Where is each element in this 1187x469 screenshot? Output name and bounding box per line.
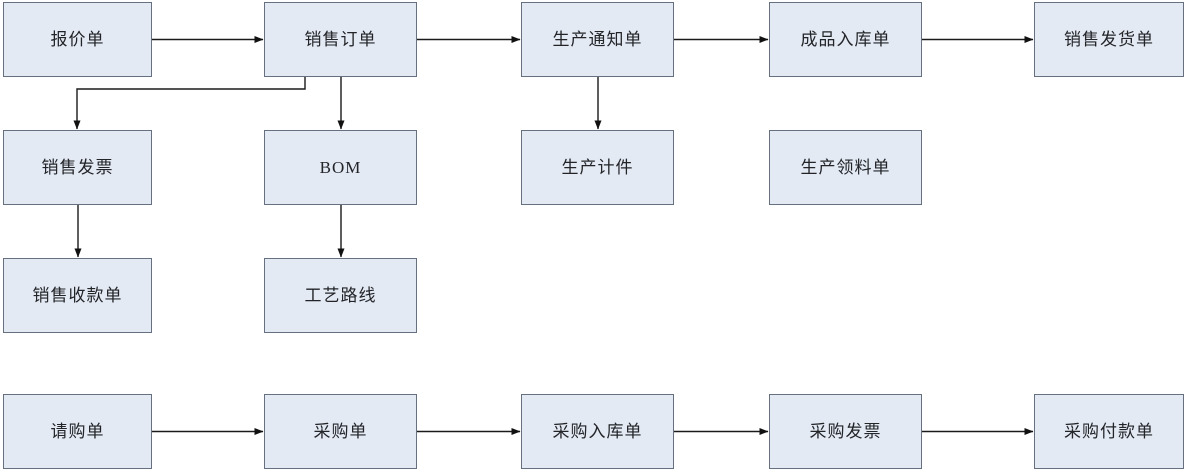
- node-label-finished-goods-in: 成品入库单: [800, 30, 891, 49]
- node-label-sales-order: 销售订单: [304, 30, 377, 49]
- node-label-production-piece: 生产计件: [561, 158, 634, 177]
- node-label-sales-delivery: 销售发货单: [1064, 30, 1154, 49]
- node-label-purchase-payment: 采购付款单: [1064, 422, 1154, 441]
- node-sales-order[interactable]: 销售订单: [264, 2, 417, 77]
- node-label-quotation: 报价单: [50, 30, 105, 49]
- node-label-purchase-in: 采购入库单: [552, 422, 643, 441]
- node-label-sales-invoice: 销售发票: [41, 158, 114, 177]
- node-production-notice[interactable]: 生产通知单: [521, 2, 674, 77]
- node-production-issue[interactable]: 生产领料单: [769, 130, 922, 205]
- node-process-route[interactable]: 工艺路线: [264, 258, 417, 333]
- node-label-bom: BOM: [319, 158, 362, 177]
- node-sales-invoice[interactable]: 销售发票: [3, 130, 152, 205]
- node-label-production-notice: 生产通知单: [552, 30, 643, 49]
- node-finished-goods-in[interactable]: 成品入库单: [769, 2, 922, 77]
- node-label-purchase-request: 请购单: [50, 422, 105, 441]
- node-purchase-request[interactable]: 请购单: [3, 394, 152, 469]
- node-sales-receipt[interactable]: 销售收款单: [3, 258, 152, 333]
- node-purchase-invoice[interactable]: 采购发票: [769, 394, 922, 469]
- node-label-purchase-order: 采购单: [313, 422, 368, 441]
- node-quotation[interactable]: 报价单: [3, 2, 152, 77]
- e-sales-order-to-sales-invoice: [73, 77, 306, 130]
- node-label-purchase-invoice: 采购发票: [809, 422, 882, 441]
- node-production-piece[interactable]: 生产计件: [521, 130, 674, 205]
- node-purchase-order[interactable]: 采购单: [264, 394, 417, 469]
- node-label-production-issue: 生产领料单: [800, 158, 891, 177]
- node-purchase-in[interactable]: 采购入库单: [521, 394, 674, 469]
- node-bom[interactable]: BOM: [264, 130, 417, 205]
- node-purchase-payment[interactable]: 采购付款单: [1034, 394, 1184, 469]
- node-label-process-route: 工艺路线: [304, 286, 377, 305]
- node-sales-delivery[interactable]: 销售发货单: [1034, 2, 1184, 77]
- node-label-sales-receipt: 销售收款单: [32, 286, 123, 305]
